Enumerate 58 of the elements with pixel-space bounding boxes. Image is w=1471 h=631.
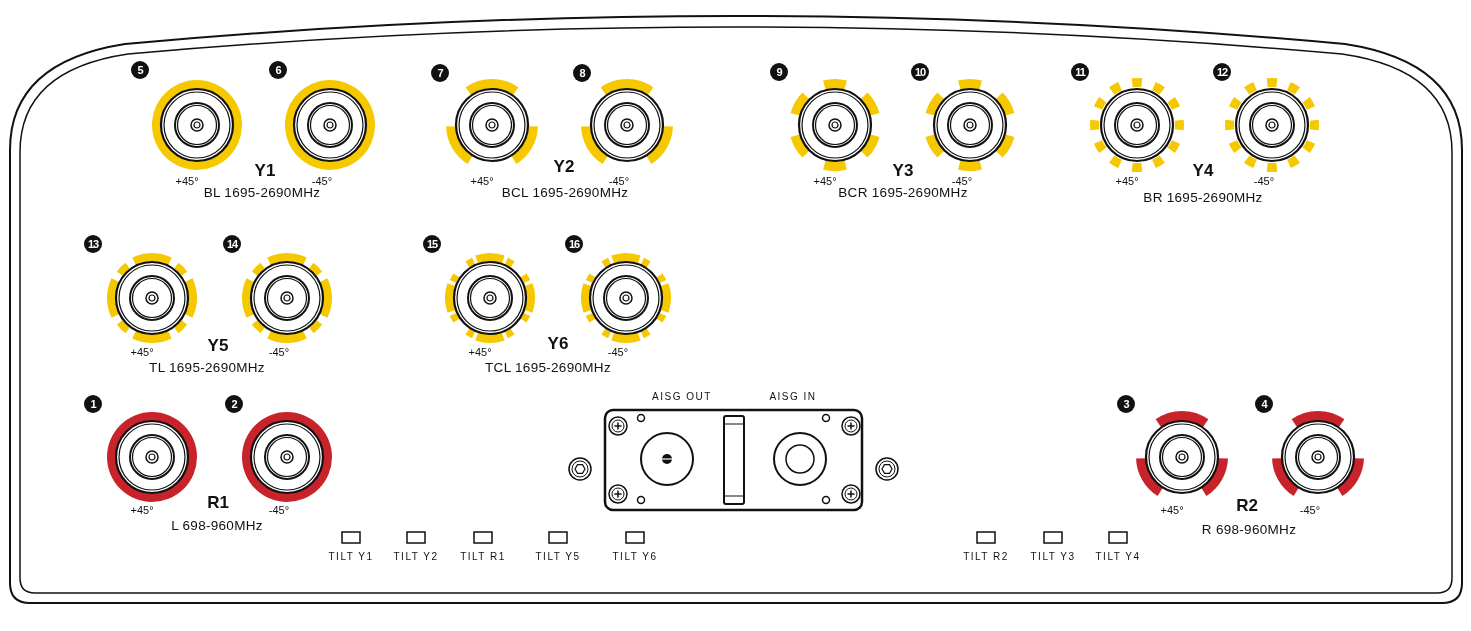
- port-group-label: Y2: [553, 157, 575, 175]
- tilt-label: TILT R1: [460, 552, 506, 562]
- port-label: AISG OUT: [652, 392, 712, 402]
- port-label: AISG IN: [769, 392, 817, 402]
- polarization-label: -45°: [268, 504, 290, 516]
- callout-number: 16: [565, 235, 583, 253]
- polarization-label: +45°: [130, 504, 154, 516]
- tilt-label: TILT Y4: [1095, 552, 1141, 562]
- tilt-label: TILT Y1: [328, 552, 374, 562]
- frequency-band-label: BCR 1695-2690MHz: [838, 186, 968, 200]
- polarization-label: +45°: [130, 346, 154, 358]
- callout-number: 4: [1255, 395, 1273, 413]
- polarization-label: -45°: [951, 175, 973, 187]
- callout-number: 12: [1213, 63, 1231, 81]
- polarization-label: +45°: [1160, 504, 1184, 516]
- callout-number: 13: [84, 235, 102, 253]
- callout-number: 10: [911, 63, 929, 81]
- tilt-label: TILT R2: [963, 552, 1009, 562]
- port-group-label: R2: [1236, 496, 1258, 514]
- polarization-label: +45°: [813, 175, 837, 187]
- polarization-label: -45°: [1299, 504, 1321, 516]
- port-group-label: Y6: [547, 334, 569, 352]
- callout-number: 2: [225, 395, 243, 413]
- tilt-label: TILT Y5: [535, 552, 581, 562]
- polarization-label: +45°: [175, 175, 199, 187]
- polarization-label: -45°: [607, 346, 629, 358]
- frequency-band-label: R 698-960MHz: [1201, 523, 1297, 537]
- port-group-label: Y4: [1192, 161, 1214, 179]
- callout-number: 6: [269, 61, 287, 79]
- tilt-label: TILT Y6: [612, 552, 658, 562]
- callout-number: 7: [431, 64, 449, 82]
- frequency-band-label: TCL 1695-2690MHz: [485, 361, 611, 375]
- frequency-band-label: BL 1695-2690MHz: [203, 186, 321, 200]
- polarization-label: -45°: [608, 175, 630, 187]
- frequency-band-label: BR 1695-2690MHz: [1143, 191, 1263, 205]
- polarization-label: -45°: [1253, 175, 1275, 187]
- callout-number: 3: [1117, 395, 1135, 413]
- callout-number: 11: [1071, 63, 1089, 81]
- frequency-band-label: TL 1695-2690MHz: [149, 361, 265, 375]
- callout-number: 9: [770, 63, 788, 81]
- polarization-label: +45°: [1115, 175, 1139, 187]
- frequency-band-label: BCL 1695-2690MHz: [501, 186, 629, 200]
- callout-number: 5: [131, 61, 149, 79]
- port-group-label: Y5: [207, 336, 229, 354]
- callout-number: 15: [423, 235, 441, 253]
- port-group-label: R1: [207, 493, 229, 511]
- port-group-label: Y1: [254, 161, 276, 179]
- polarization-label: -45°: [268, 346, 290, 358]
- frequency-band-label: L 698-960MHz: [171, 519, 263, 533]
- tilt-label: TILT Y2: [393, 552, 439, 562]
- tilt-label: TILT Y3: [1030, 552, 1076, 562]
- port-group-label: Y3: [892, 161, 914, 179]
- polarization-label: +45°: [468, 346, 492, 358]
- callout-number: 8: [573, 64, 591, 82]
- polarization-label: -45°: [311, 175, 333, 187]
- polarization-label: +45°: [470, 175, 494, 187]
- callout-number: 14: [223, 235, 241, 253]
- callout-number: 1: [84, 395, 102, 413]
